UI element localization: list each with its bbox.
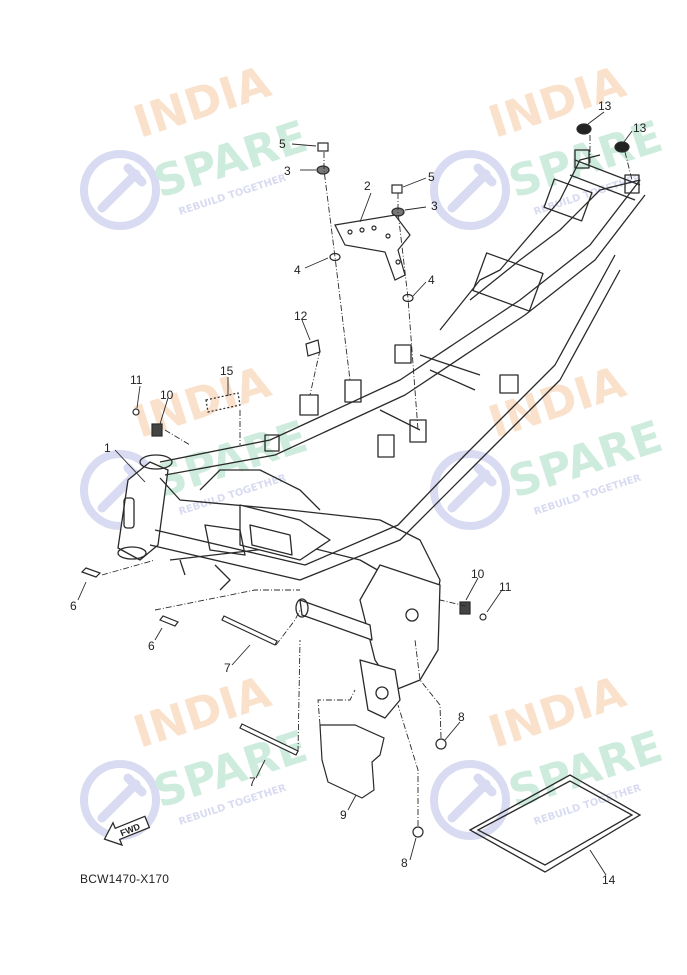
clip-icon [459,601,471,615]
callout-7: 7 [224,661,231,675]
watermark-logo-icon [430,150,510,230]
callout-12: 12 [294,309,308,323]
damper-icon [614,141,630,153]
callout-15: 15 [220,364,234,378]
callout-13: 13 [633,121,647,135]
watermark-logo-icon [430,760,510,840]
callout-6: 6 [70,599,77,613]
bolt-icon [391,184,403,194]
callout-4: 4 [428,273,435,287]
callout-leaders [77,111,633,876]
diagram-code: BCW1470-X170 [80,872,170,886]
damper-icon [576,123,592,135]
callout-5: 5 [279,137,286,151]
tab-icon [305,339,321,357]
screw-icon [479,613,487,621]
bolt-icon [159,615,179,627]
callout-3: 3 [431,199,438,213]
callout-11: 11 [499,580,512,594]
clip-icon [151,423,163,437]
watermark-logo-icon [430,450,510,530]
callout-6: 6 [148,639,155,653]
callout-14: 14 [602,873,616,887]
part-9-plate [319,724,385,799]
part-2-bracket [334,214,411,281]
callout-8: 8 [401,856,408,870]
callout-8: 8 [458,710,465,724]
callout-3: 3 [284,164,291,178]
watermark-layer: INDIA SPARE REBUILD TOGETHER INDIA SPARE… [80,57,669,840]
bolt-icon [317,142,329,152]
screw-icon [132,408,140,416]
main-frame [117,149,646,719]
nut-icon [412,826,424,838]
watermark-logo-icon [80,150,160,230]
callout-5: 5 [428,170,435,184]
label-icon [205,392,241,413]
leader-lines [101,135,633,826]
callout-13: 13 [598,99,612,113]
fasteners [80,123,630,838]
long-bolt-icon [221,615,278,646]
nut-icon [435,738,447,750]
bolt-icon [80,567,102,578]
callout-1: 1 [104,441,111,455]
part-14-mat [468,774,642,873]
callout-4: 4 [294,263,301,277]
callout-7: 7 [249,775,256,789]
callout-11: 11 [130,373,143,387]
callout-10: 10 [471,567,485,581]
callout-numbers: 1 2 3 3 4 4 5 5 6 6 7 7 8 8 9 10 10 11 1… [70,99,647,887]
callout-9: 9 [340,808,347,822]
callout-2: 2 [364,179,371,193]
grommet-icon [316,165,330,175]
callout-10: 10 [160,388,174,402]
